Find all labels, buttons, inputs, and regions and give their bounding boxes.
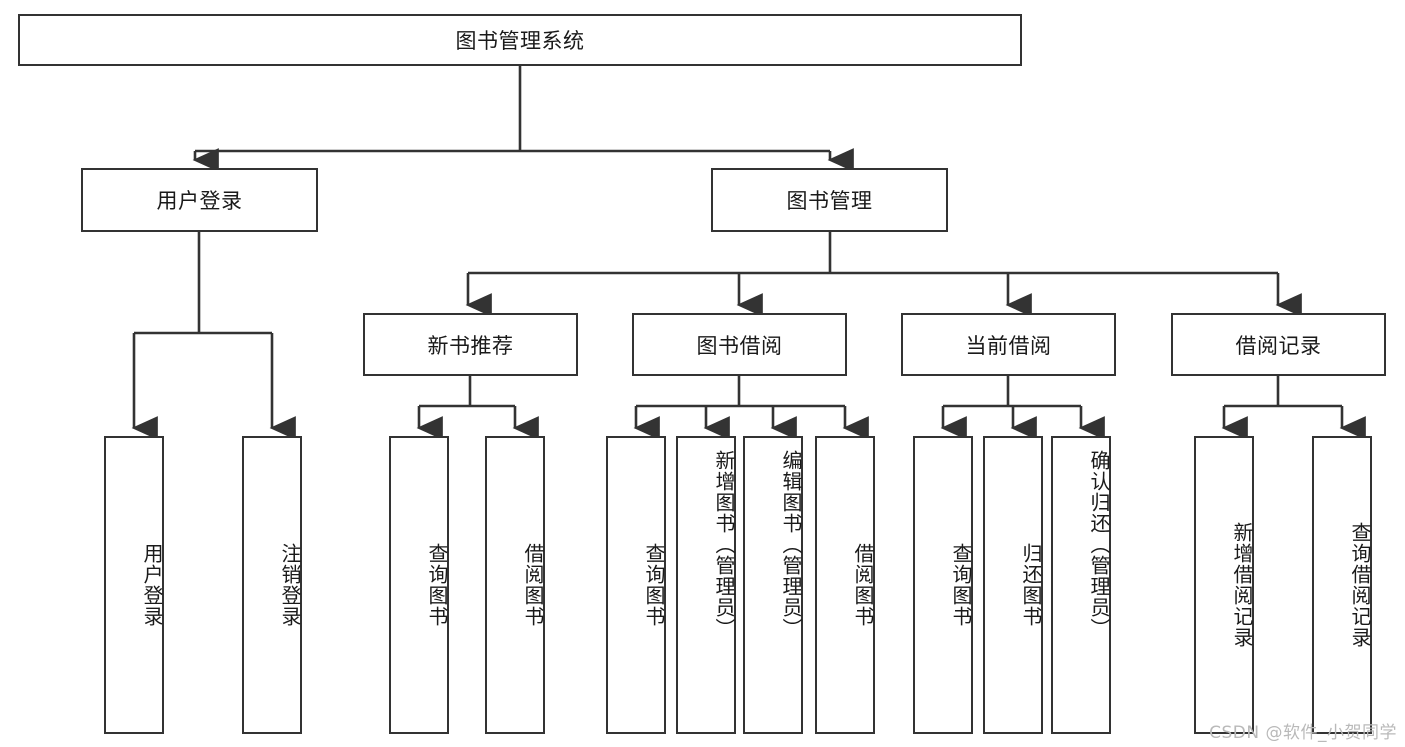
node-label: 新增借阅记录 (1230, 522, 1254, 648)
node-label: 查询图书 (425, 543, 449, 627)
leaf-current-borrow-query-book[interactable]: 查询图书 (913, 436, 973, 734)
leaf-current-borrow-return-book[interactable]: 归还图书 (983, 436, 1043, 734)
node-current-borrow[interactable]: 当前借阅 (901, 313, 1116, 376)
leaf-user-login-login[interactable]: 用户登录 (104, 436, 164, 734)
leaf-user-login-logout[interactable]: 注销登录 (242, 436, 302, 734)
leaf-book-borrow-add-book-admin[interactable]: 新增图书（管理员） (676, 436, 736, 734)
node-label: 用户登录 (140, 543, 164, 627)
leaf-new-book-query-book[interactable]: 查询图书 (389, 436, 449, 734)
leaf-borrow-record-query-record[interactable]: 查询借阅记录 (1312, 436, 1372, 734)
leaf-book-borrow-borrow-book[interactable]: 借阅图书 (815, 436, 875, 734)
leaf-current-borrow-confirm-return-admin[interactable]: 确认归还（管理员） (1051, 436, 1111, 734)
node-label: 图书借阅 (696, 333, 783, 358)
leaf-book-borrow-query-book[interactable]: 查询图书 (606, 436, 666, 734)
node-label: 借阅图书 (851, 543, 875, 627)
node-root-book-management-system[interactable]: 图书管理系统 (18, 14, 1022, 66)
node-borrow-record[interactable]: 借阅记录 (1171, 313, 1386, 376)
leaf-book-borrow-edit-book-admin[interactable]: 编辑图书（管理员） (743, 436, 803, 734)
node-label: 确认归还（管理员） (1087, 450, 1111, 639)
leaf-new-book-borrow-book[interactable]: 借阅图书 (485, 436, 545, 734)
node-book-borrow[interactable]: 图书借阅 (632, 313, 847, 376)
node-label: 新书推荐 (427, 333, 514, 358)
watermark-text: CSDN @软件_小贺同学 (1209, 723, 1397, 743)
node-label: 查询图书 (949, 543, 973, 627)
node-label: 查询借阅记录 (1348, 522, 1372, 648)
node-user-login[interactable]: 用户登录 (81, 168, 318, 232)
node-label: 注销登录 (278, 543, 302, 627)
node-label: 图书管理系统 (455, 29, 585, 53)
leaf-borrow-record-add-record[interactable]: 新增借阅记录 (1194, 436, 1254, 734)
node-label: 查询图书 (642, 543, 666, 627)
node-book-management[interactable]: 图书管理 (711, 168, 948, 232)
node-label: 新增图书（管理员） (712, 450, 736, 639)
node-label: 图书管理 (786, 189, 873, 213)
node-new-book-recommend[interactable]: 新书推荐 (363, 313, 578, 376)
node-label: 用户登录 (156, 189, 243, 213)
node-label: 借阅图书 (521, 543, 545, 627)
node-label: 编辑图书（管理员） (779, 450, 803, 639)
node-label: 归还图书 (1019, 543, 1043, 627)
node-label: 当前借阅 (965, 333, 1052, 358)
node-label: 借阅记录 (1235, 333, 1322, 358)
